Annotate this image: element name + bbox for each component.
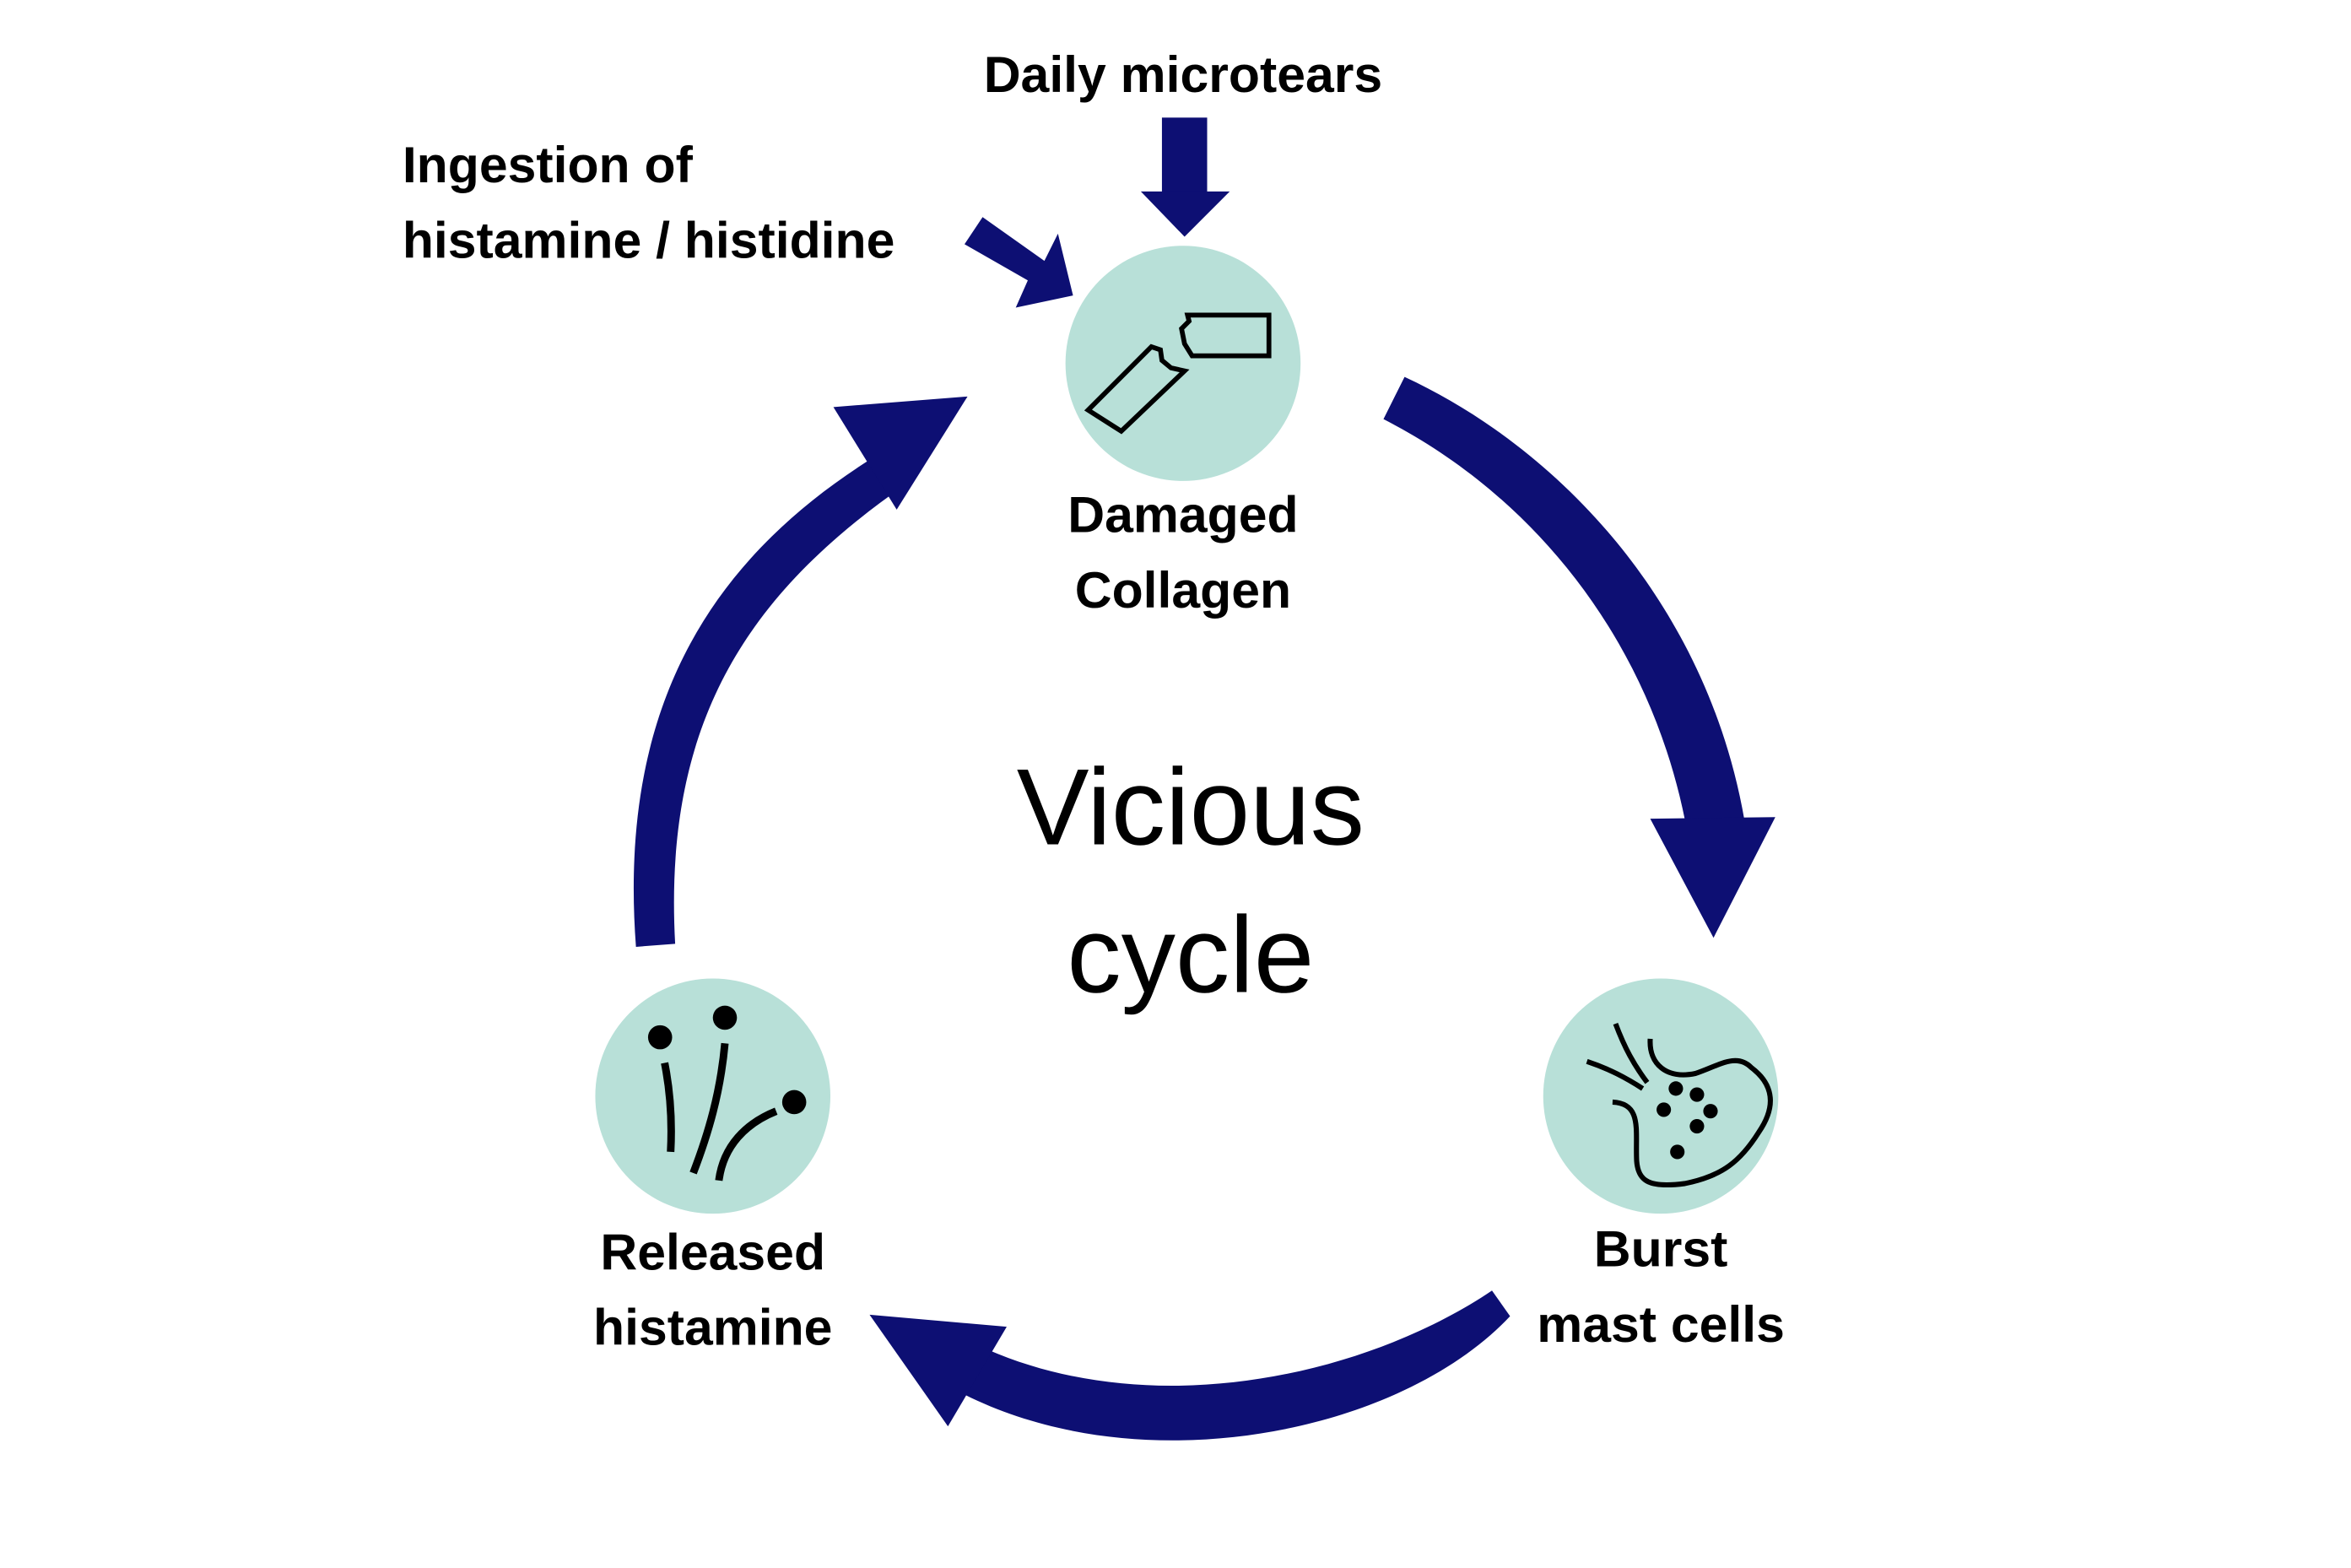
arrow-shaft <box>633 451 905 947</box>
arrow-mast-cells-to-histamine <box>869 1290 1511 1441</box>
arrow-head-and-shaft <box>964 217 1073 308</box>
arrow-head <box>833 396 968 510</box>
histamine-molecules-icon <box>647 1005 807 1181</box>
broken-fiber-icon <box>1084 312 1272 435</box>
arrow-head <box>1650 817 1775 938</box>
arrow-shaft <box>1161 117 1208 193</box>
node-label-line1: Released <box>600 1223 825 1280</box>
node-label-line2: mast cells <box>1537 1295 1785 1353</box>
arrow-ingestion-input <box>964 217 1073 308</box>
node-circle <box>1543 978 1779 1214</box>
arrow-head <box>869 1314 1007 1427</box>
center-label-line2: cycle <box>1067 895 1314 1016</box>
arrow-shaft <box>1383 376 1748 845</box>
node-label-line2: histamine <box>593 1299 832 1356</box>
arrow-histamine-to-collagen <box>633 396 968 947</box>
arrow-shaft <box>964 1290 1511 1441</box>
arrow-collagen-to-mast-cells <box>1383 376 1775 938</box>
input-label-daily-microtears: Daily microtears <box>984 46 1382 103</box>
node-burst-mast-cells: Burst mast cells <box>1537 978 1785 1353</box>
center-label-line1: Vicious <box>1017 747 1365 868</box>
node-released-histamine: Released histamine <box>593 978 832 1356</box>
arrow-microtears-input <box>1140 117 1230 237</box>
node-label-line1: Burst <box>1594 1220 1728 1278</box>
arrow-head <box>1140 191 1230 237</box>
node-circle <box>1065 246 1301 481</box>
node-label-line2: Collagen <box>1075 561 1291 619</box>
node-damaged-collagen: Damaged Collagen <box>1065 246 1301 619</box>
input-label-ingestion-line2: histamine / histidine <box>403 211 895 268</box>
node-label-line1: Damaged <box>1067 486 1298 543</box>
burst-cell-icon <box>1586 1022 1773 1188</box>
input-label-ingestion-line1: Ingestion of <box>403 136 694 193</box>
